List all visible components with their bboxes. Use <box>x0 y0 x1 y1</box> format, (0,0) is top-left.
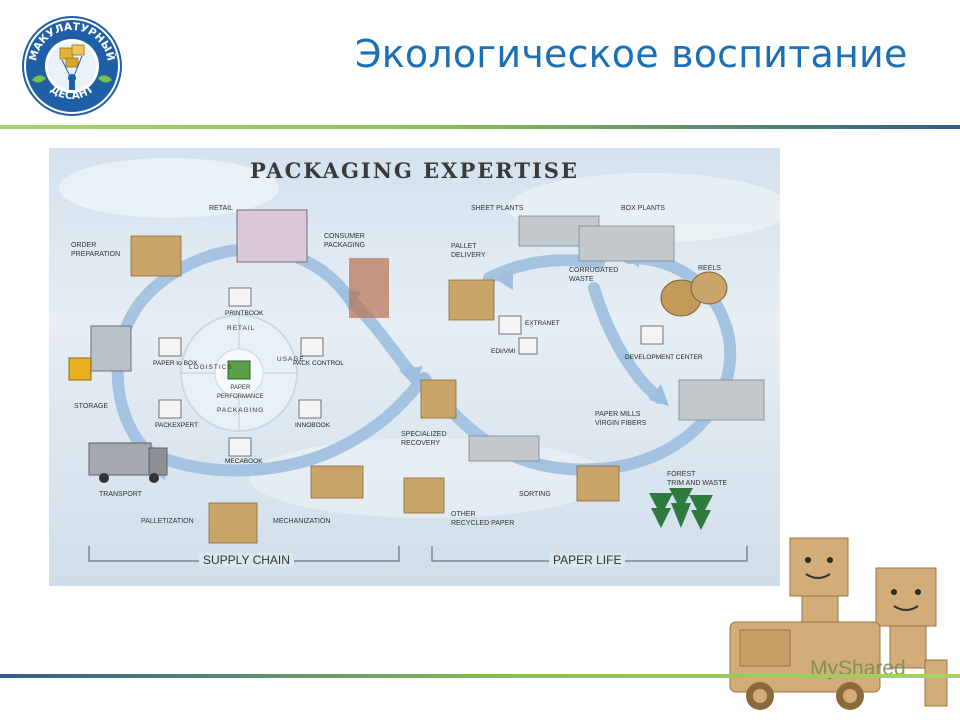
paper-to-box-icon <box>158 337 182 357</box>
cloud <box>59 158 279 218</box>
label-pallet-delivery: PALLET DELIVERY <box>451 243 486 259</box>
paper-performance-wheel <box>180 314 298 432</box>
innobook-icon <box>298 399 322 419</box>
label-palletization: PALLETIZATION <box>141 518 194 525</box>
section-supply-chain: SUPPLY CHAIN <box>199 553 294 567</box>
wheel-segment-packaging: PACKAGING <box>217 407 265 414</box>
wheel-center-label: PAPER PERFORMANCE <box>217 385 264 400</box>
section-brackets <box>88 546 748 562</box>
label-retail: RETAIL <box>209 205 233 212</box>
cardboard-stacks <box>130 235 620 544</box>
wheel-segment-retail: RETAIL <box>227 325 256 332</box>
bottom-divider <box>0 674 960 678</box>
label-mechanization: MECHANIZATION <box>273 518 331 525</box>
storage-forklift <box>68 325 132 381</box>
label-other-recycled-paper: OTHER RECYCLED PAPER <box>451 511 515 527</box>
tool-pack-control: PACK CONTROL <box>293 360 344 367</box>
tool-mecabook: MECABOOK <box>225 458 263 465</box>
printbook-icon <box>228 287 252 307</box>
tool-icons <box>158 287 664 457</box>
packexpert-icon <box>158 399 182 419</box>
reels-graphic <box>660 271 728 317</box>
mascot-head <box>875 567 937 627</box>
diagram-title: PACKAGING EXPERTISE <box>250 158 579 183</box>
mecabook-icon <box>228 437 252 457</box>
cardboard-mascots-illustration <box>729 537 948 710</box>
tool-paper-to-box: PAPER to BOX <box>153 360 198 367</box>
label-order-preparation: ORDER PREPARATION <box>71 242 121 258</box>
forest-trees <box>649 488 713 530</box>
label-box-plants: BOX PLANTS <box>621 205 665 212</box>
tool-innobook: INNOBOOK <box>295 422 331 429</box>
svg-text:ДЕСАНТ: ДЕСАНТ <box>48 83 97 102</box>
edi-vmi-icon <box>518 337 538 355</box>
wheel-segment-logistics: LOGISTICS <box>189 364 233 371</box>
label-corrugated-waste: CORRUGATED WASTE <box>569 267 619 283</box>
development-center-icon <box>640 325 664 345</box>
pack-control-icon <box>300 337 324 357</box>
wheel-segment-usage: USAGE <box>277 356 305 363</box>
label-sheet-plants: SHEET PLANTS <box>471 205 524 212</box>
label-paper-mills: PAPER MILLS VIRGIN FIBERS <box>595 411 647 427</box>
tool-development-center: DEVELOPMENT CENTER <box>625 354 703 361</box>
packaging-diagram: PACKAGING EXPERTISE RETAIL CONSUMER PACK… <box>49 148 780 586</box>
extranet-icon <box>498 315 522 335</box>
label-consumer-packaging: CONSUMER PACKAGING <box>324 233 366 249</box>
tool-packexpert: PACKEXPERT <box>155 422 199 429</box>
tool-edi-vmi: EDI/VMI <box>491 348 516 355</box>
factory-buildings <box>468 215 765 462</box>
truck-graphic <box>88 442 168 483</box>
label-sorting: SORTING <box>519 491 551 498</box>
page-title: Экологическое воспитание <box>355 32 908 76</box>
retail-shelves <box>236 209 389 318</box>
section-paper-life: PAPER LIFE <box>549 553 626 567</box>
tool-printbook: PRINTBOOK <box>225 310 264 317</box>
paper-performance-icon <box>227 360 251 380</box>
label-specialized-recovery: SPECIALIZED RECOVERY <box>401 431 447 447</box>
logo: МАКУЛАТУРНЫЙ ДЕСАНТ <box>20 14 124 118</box>
top-divider <box>0 125 960 129</box>
label-forest-trim: FOREST TRIM AND WASTE <box>667 471 728 487</box>
logo-text-bottom: ДЕСАНТ <box>48 83 97 102</box>
label-storage: STORAGE <box>74 403 109 410</box>
tool-extranet: EXTRANET <box>525 320 560 327</box>
label-reels: REELS <box>698 265 721 272</box>
mascot-head <box>789 537 849 597</box>
label-transport: TRANSPORT <box>99 491 143 498</box>
